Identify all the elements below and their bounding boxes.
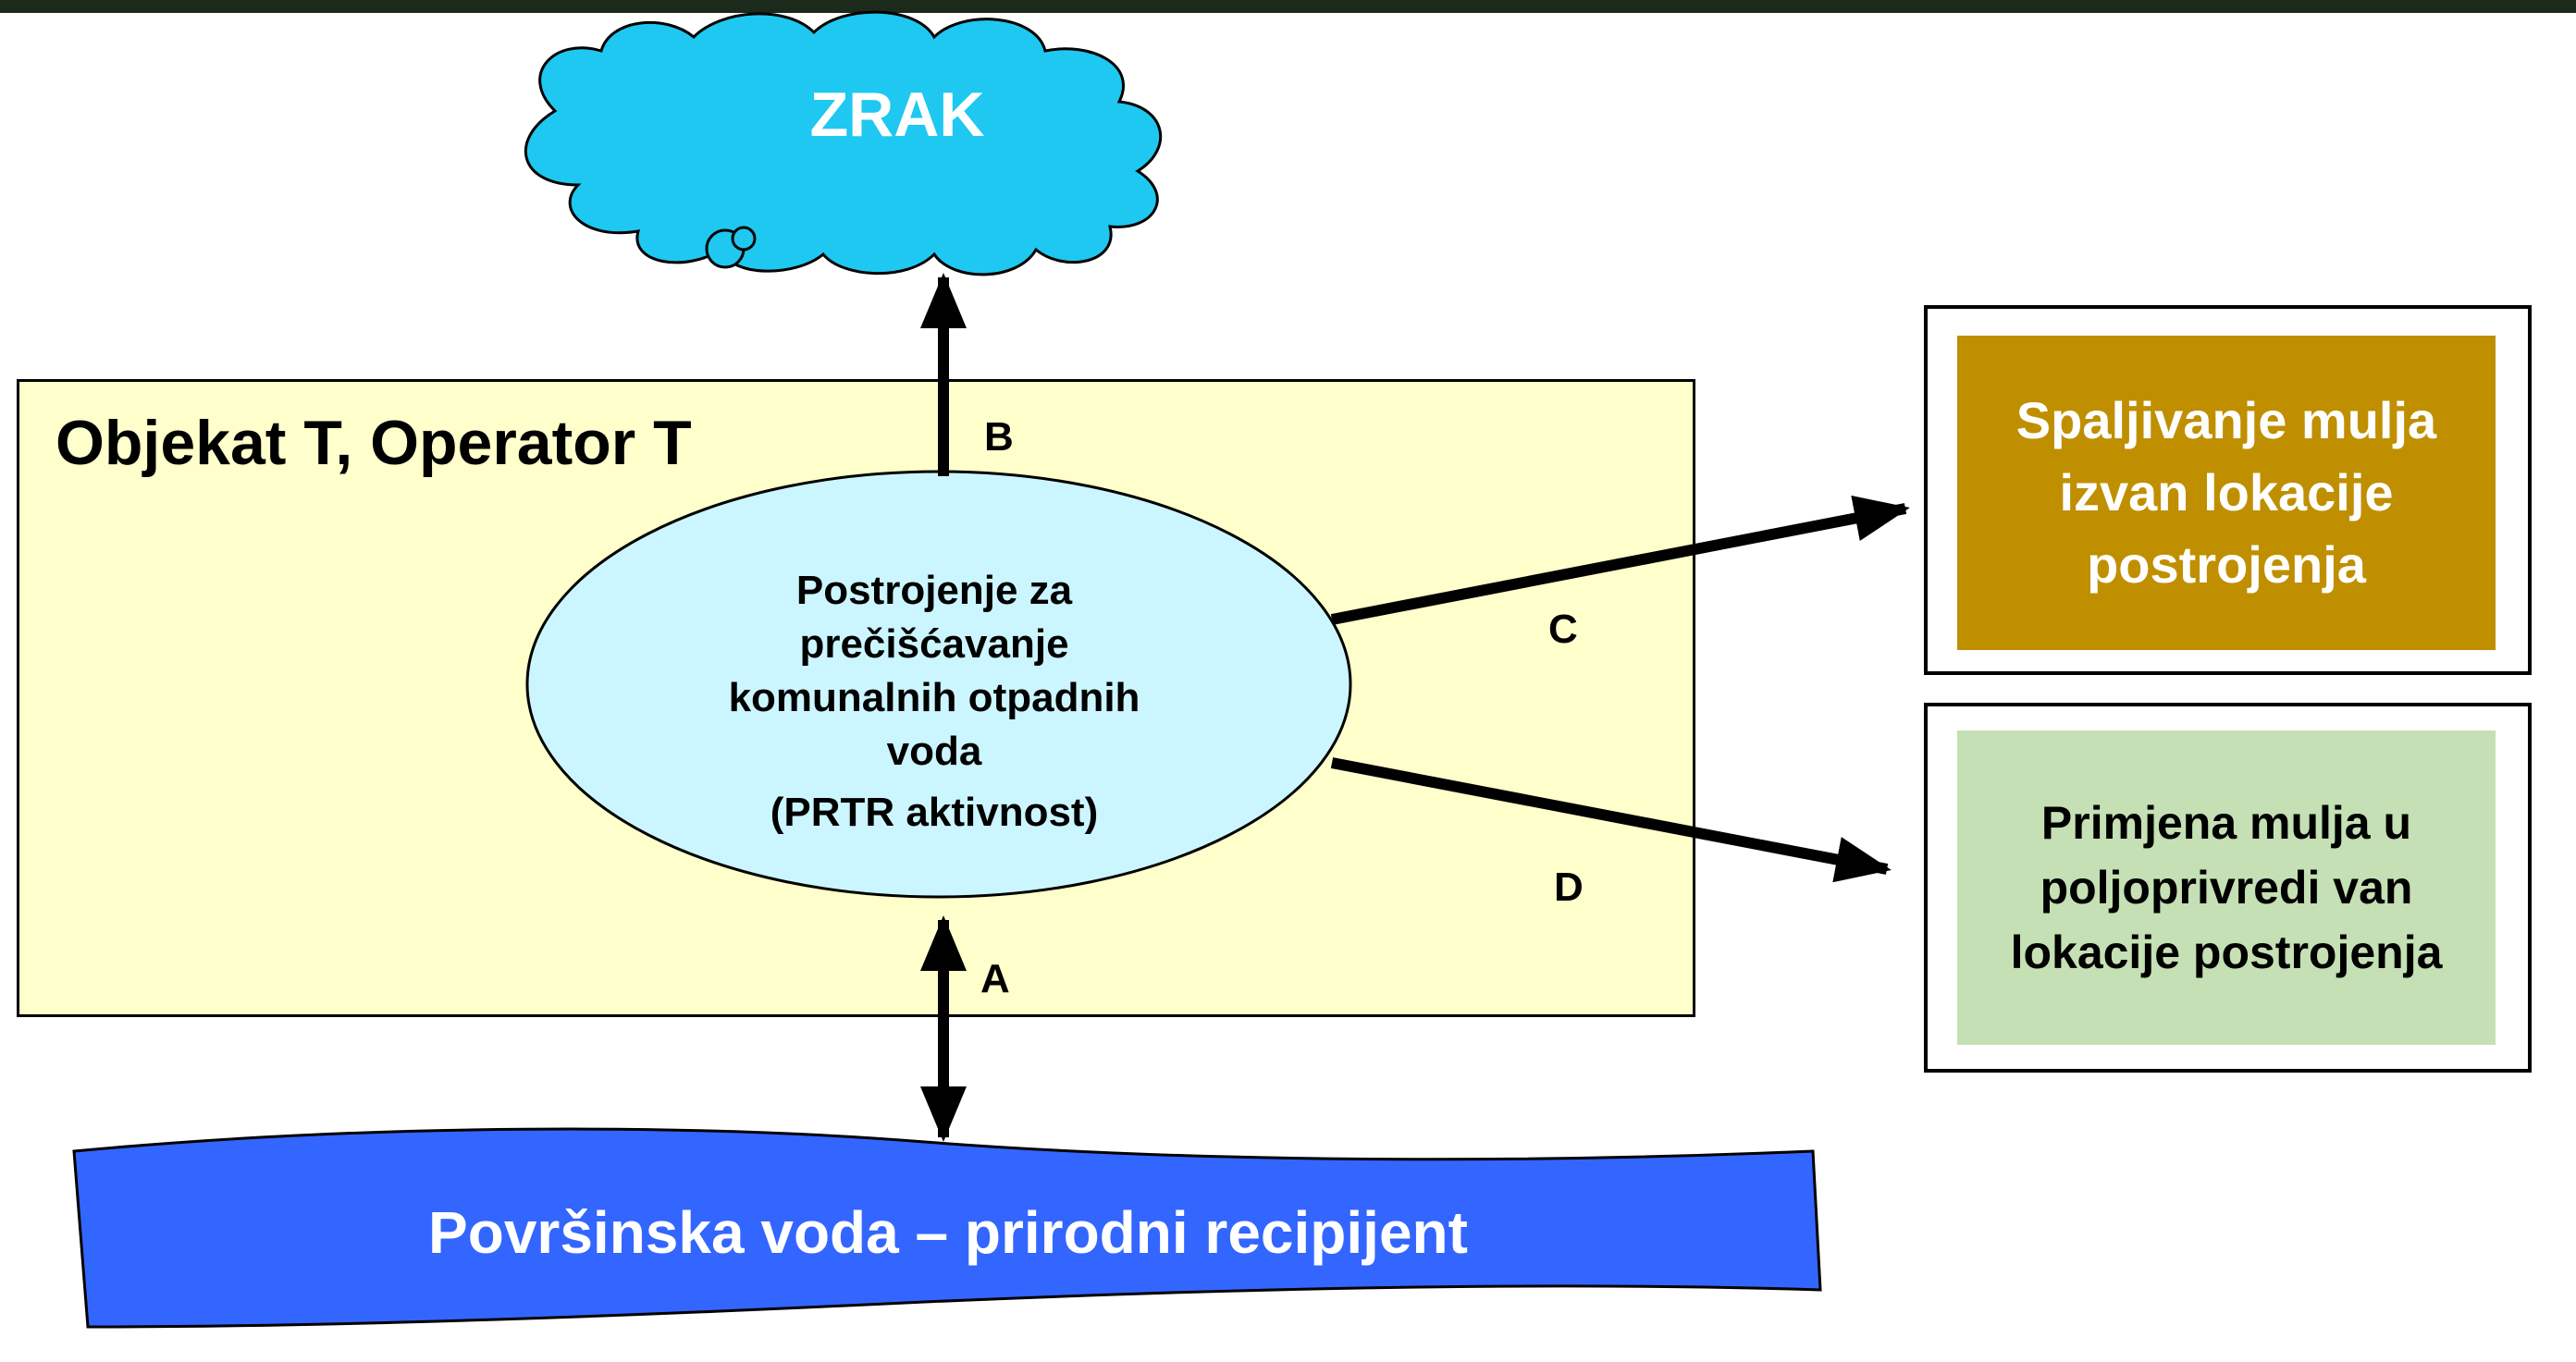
agriculture-line-3: lokacije postrojenja (2010, 926, 2443, 978)
water-banner (72, 1127, 1822, 1329)
plant-label: Postrojenje za prečišćavanje komunalnih … (666, 564, 1202, 840)
top-bar (0, 0, 2576, 13)
plant-line-1: Postrojenje za (795, 568, 1073, 613)
plant-line-2: prečišćavanje (799, 621, 1069, 667)
incineration-panel: Spaljivanje mulja izvan lokacije postroj… (1957, 336, 2496, 650)
flow-c-label: C (1548, 607, 1578, 652)
flow-b-label: B (984, 414, 1014, 460)
plant-subtitle: (PRTR aktivnost) (770, 790, 1099, 835)
flow-a-label: A (980, 956, 1010, 1001)
water-label: Površinska voda – prirodni recipijent (428, 1199, 1468, 1266)
air-label: ZRAK (809, 80, 985, 150)
incineration-line-1: Spaljivanje mulja (2015, 391, 2437, 449)
agriculture-panel: Primjena mulja u poljoprivredi van lokac… (1957, 730, 2496, 1045)
plant-line-4: voda (886, 729, 982, 774)
agriculture-line-1: Primjena mulja u (2040, 797, 2412, 849)
flow-d-arrow (1330, 757, 1892, 883)
agriculture-line-2: poljoprivredi van (2040, 862, 2413, 914)
flow-c-arrow (1330, 495, 1910, 625)
facility-title: Objekat T, Operator T (55, 408, 692, 478)
plant-line-3: komunalnih otpadnih (728, 675, 1140, 720)
incineration-line-2: izvan lokacije (2059, 463, 2394, 521)
incineration-line-3: postrojenja (2087, 535, 2366, 594)
flow-d-label: D (1554, 865, 1584, 910)
air-cloud (524, 10, 1163, 276)
